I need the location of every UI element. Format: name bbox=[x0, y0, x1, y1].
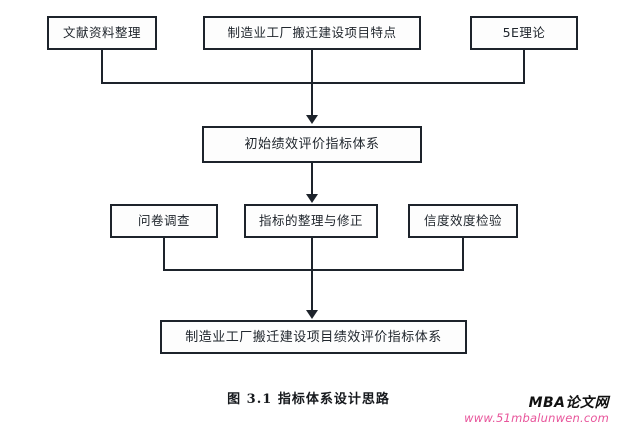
node-5e-theory-label: 5E理论 bbox=[502, 24, 546, 40]
connector-5e-theory-stub bbox=[523, 50, 525, 82]
arrowhead-initial-to-revision bbox=[306, 194, 318, 203]
connector-top-to-initial bbox=[311, 82, 313, 117]
connector-top-merge-bar bbox=[101, 82, 525, 84]
node-project-features: 制造业工厂搬迁建设项目特点 bbox=[203, 16, 421, 50]
connector-mid-to-final bbox=[311, 269, 313, 313]
node-5e-theory: 5E理论 bbox=[470, 16, 578, 50]
watermark-title: MBA论文网 bbox=[528, 395, 609, 411]
node-index-revision-label: 指标的整理与修正 bbox=[258, 212, 363, 228]
connector-literature-stub bbox=[101, 50, 103, 82]
node-index-revision: 指标的整理与修正 bbox=[244, 204, 378, 238]
node-questionnaire: 问卷调查 bbox=[110, 204, 218, 238]
node-project-features-label: 制造业工厂搬迁建设项目特点 bbox=[227, 24, 397, 40]
connector-questionnaire-stub bbox=[163, 238, 165, 269]
arrowhead-top-to-initial bbox=[306, 115, 318, 124]
connector-reliability-validity-stub bbox=[462, 238, 464, 269]
watermark-url: www.51mbalunwen.com bbox=[464, 411, 609, 425]
node-questionnaire-label: 问卷调查 bbox=[137, 212, 190, 228]
arrowhead-mid-to-final bbox=[306, 310, 318, 319]
connector-initial-to-revision bbox=[311, 163, 313, 196]
node-reliability-validity: 信度效度检验 bbox=[408, 204, 518, 238]
node-final-index-system: 制造业工厂搬迁建设项目绩效评价指标体系 bbox=[160, 320, 467, 354]
connector-mid-merge-bar bbox=[163, 269, 464, 271]
figure-caption: 图 3.1 指标体系设计思路 bbox=[227, 392, 390, 407]
node-literature: 文献资料整理 bbox=[47, 16, 157, 50]
node-literature-label: 文献资料整理 bbox=[62, 24, 141, 40]
node-final-index-system-label: 制造业工厂搬迁建设项目绩效评价指标体系 bbox=[185, 329, 442, 345]
node-initial-index-system: 初始绩效评价指标体系 bbox=[202, 126, 422, 163]
node-reliability-validity-label: 信度效度检验 bbox=[423, 212, 502, 228]
connector-project-features-stub bbox=[311, 50, 313, 82]
node-initial-index-system-label: 初始绩效评价指标体系 bbox=[244, 137, 380, 152]
connector-index-revision-stub bbox=[311, 238, 313, 269]
